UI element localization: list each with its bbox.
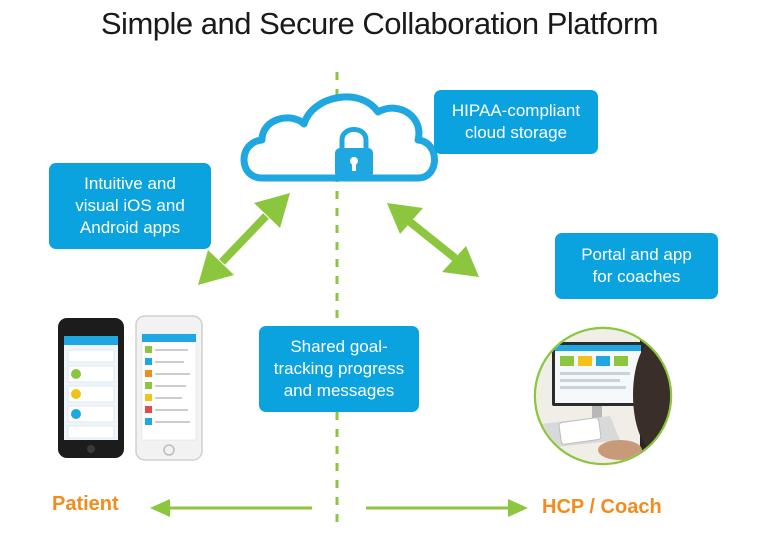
computer-icon	[533, 326, 673, 466]
shared-goals-callout-text: Shared goal- tracking progress and messa…	[273, 337, 405, 400]
bottom-left-arrow	[150, 499, 312, 517]
coach-label: HCP / Coach	[542, 496, 662, 518]
apps-callout-text: Intuitive and visual iOS and Android app…	[75, 174, 185, 237]
apps-callout: Intuitive and visual iOS and Android app…	[49, 163, 211, 249]
cloud-storage-callout: HIPAA-compliant cloud storage	[434, 90, 598, 154]
cloud-icon	[240, 93, 438, 182]
patient-label: Patient	[52, 493, 119, 515]
bottom-right-arrow	[366, 499, 528, 517]
lock-icon	[335, 127, 373, 178]
left-sync-arrow	[198, 193, 290, 285]
coaches-callout: Portal and app for coaches	[555, 233, 718, 299]
right-sync-arrow	[387, 203, 479, 277]
page-title: Simple and Secure Collaboration Platform	[100, 6, 659, 41]
coaches-callout-text: Portal and app for coaches	[581, 245, 692, 286]
cloud-storage-callout-text: HIPAA-compliant cloud storage	[451, 101, 581, 142]
shared-goals-callout: Shared goal- tracking progress and messa…	[259, 326, 419, 412]
phone-icon	[58, 315, 203, 461]
